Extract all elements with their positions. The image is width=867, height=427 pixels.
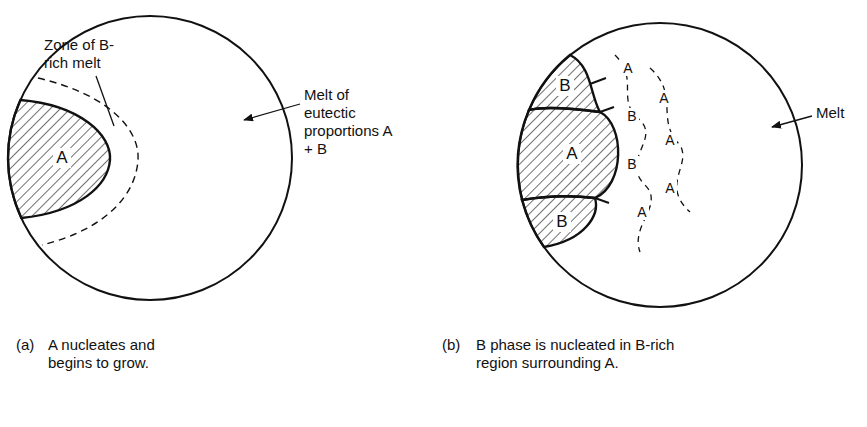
nucleation-front	[650, 68, 690, 212]
grain-spike	[590, 78, 614, 203]
b-rich-zone	[38, 78, 138, 245]
callout-label: Melt of eutectic proportions A + B	[304, 86, 404, 158]
leader-line	[96, 76, 114, 126]
melt-circle	[518, 23, 802, 307]
phase-letter: B	[556, 76, 573, 96]
callout-label: Melt	[816, 104, 844, 122]
phase-letter: A	[657, 90, 670, 106]
caption-text: B phase is nucleated in B-rich region su…	[476, 336, 676, 372]
b-grain	[522, 196, 596, 247]
phase-letter: B	[553, 212, 570, 232]
phase-letter: A	[563, 144, 580, 164]
nucleation-front	[615, 55, 651, 252]
caption-text: A nucleates and begins to grow.	[48, 336, 178, 372]
leader-arrow	[772, 116, 812, 127]
a-grain	[518, 108, 618, 200]
grain-node: A	[53, 148, 70, 168]
phase-letter: B	[625, 156, 638, 172]
grain-node: B	[556, 76, 573, 96]
grain-node: A	[563, 144, 580, 164]
phase-letter: A	[53, 148, 70, 168]
a-grain	[8, 100, 110, 218]
leader-arrow	[244, 104, 300, 120]
melt-circle	[8, 16, 292, 300]
b-grain	[529, 55, 600, 112]
caption-tag: (a)	[16, 336, 34, 354]
grain-node: B	[553, 212, 570, 232]
callout-label: Zone of B- rich melt	[44, 36, 136, 72]
phase-letter: A	[621, 60, 634, 76]
phase-letter: B	[625, 108, 638, 124]
phase-letter: A	[635, 204, 648, 220]
caption-tag: (b)	[442, 336, 460, 354]
phase-letter: A	[663, 180, 676, 196]
phase-letter: A	[663, 132, 676, 148]
